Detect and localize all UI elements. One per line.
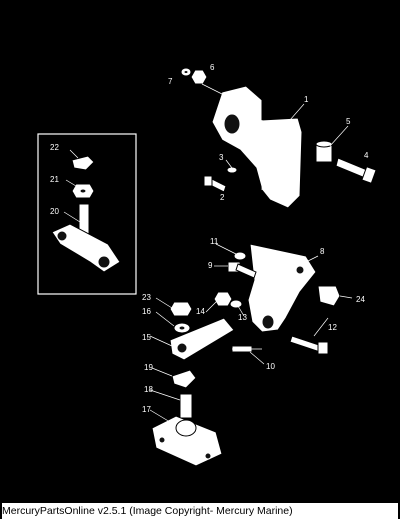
callout-1: 1 — [304, 95, 309, 104]
part-3-washer — [226, 166, 238, 174]
part-24-clip — [317, 285, 341, 307]
copyright-caption: MercuryPartsOnline v2.5.1 (Image Copyrig… — [2, 503, 398, 519]
part-1-bracket — [211, 85, 303, 209]
part-11-washer — [233, 251, 247, 261]
part-20-mount — [51, 203, 121, 273]
callout-9: 9 — [208, 261, 213, 270]
part-22-retainer — [71, 155, 95, 171]
callout-6: 6 — [210, 63, 215, 72]
part-4-bolt — [335, 157, 377, 184]
part-18-stud — [179, 393, 193, 419]
callout-8: 8 — [320, 247, 325, 256]
part-23-nut — [169, 301, 193, 317]
part-7-washer — [180, 67, 192, 77]
part-14-nut — [213, 291, 233, 307]
callout-16: 16 — [142, 307, 151, 316]
callout-19: 19 — [144, 363, 153, 372]
callout-5: 5 — [346, 117, 351, 126]
callout-20: 20 — [50, 207, 59, 216]
callout-15: 15 — [142, 333, 151, 342]
part-17-mount — [151, 415, 223, 467]
part-10-stud — [231, 345, 262, 353]
callout-22: 22 — [50, 143, 59, 152]
callout-10: 10 — [266, 362, 275, 371]
callout-18: 18 — [144, 385, 153, 394]
callout-14: 14 — [196, 307, 205, 316]
part-9-bolt — [227, 261, 257, 279]
inset-box — [37, 133, 137, 295]
part-2-screw — [203, 175, 227, 193]
callout-2: 2 — [220, 193, 225, 202]
callout-11: 11 — [210, 237, 219, 246]
part-21-nut — [71, 183, 95, 199]
leader-lines — [63, 103, 353, 423]
part-8-bracket — [247, 243, 317, 333]
part-6-nut — [190, 69, 208, 85]
callout-7: 7 — [168, 77, 173, 86]
callout-13: 13 — [238, 313, 247, 322]
exploded-parts-diagram: 1 2 3 4 5 6 7 8 9 10 11 12 13 14 15 16 1… — [37, 63, 377, 467]
callout-17: 17 — [142, 405, 151, 414]
callout-21: 21 — [50, 175, 59, 184]
callout-24: 24 — [356, 295, 365, 304]
part-13-washer — [229, 299, 243, 309]
callout-12: 12 — [328, 323, 337, 332]
part-19-retainer — [171, 369, 197, 389]
part-12-bolt — [289, 335, 329, 355]
callout-4: 4 — [364, 151, 369, 160]
callout-23: 23 — [142, 293, 151, 302]
callout-3: 3 — [219, 153, 224, 162]
part-16-washer — [173, 322, 191, 334]
part-5-bushing — [315, 140, 333, 163]
part-15-link — [169, 317, 235, 361]
